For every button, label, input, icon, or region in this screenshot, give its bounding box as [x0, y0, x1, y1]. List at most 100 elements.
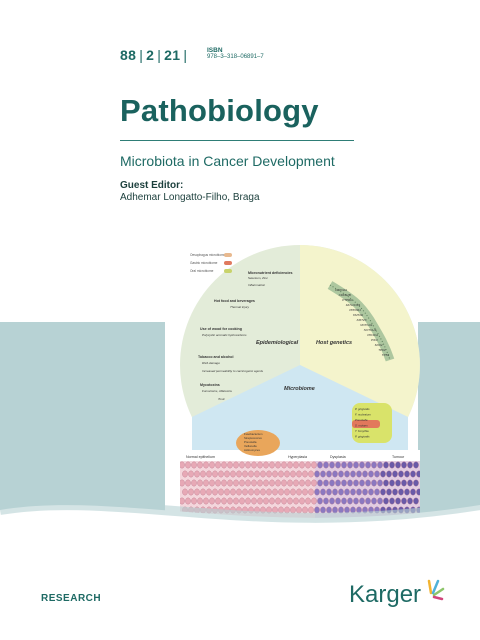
tissue-cell [233, 479, 239, 487]
tissue-cell [299, 461, 305, 469]
tissue-cell [374, 470, 380, 478]
tissue-cell [323, 497, 329, 505]
tissue-cell [194, 488, 200, 496]
tissue-cell [233, 461, 239, 469]
separator: | [139, 47, 144, 63]
tissue-cell [386, 506, 392, 514]
tissue-cell [374, 488, 380, 496]
tissue-cell [290, 470, 296, 478]
bacteria-label: Veillonella [244, 444, 257, 448]
legend-item: Gastric microbiome [190, 261, 218, 265]
legend-swatch [224, 261, 232, 265]
tissue-cell [197, 461, 203, 469]
tissue-cell [239, 497, 245, 505]
tissue-cell [242, 470, 248, 478]
bacteria-label: P. gingivalis [355, 435, 370, 439]
tissue-cell [347, 479, 353, 487]
tissue-cell [278, 506, 284, 514]
tissue-cell [188, 470, 194, 478]
factor-note: Toxic [218, 397, 225, 401]
tissue-cell [290, 488, 296, 496]
tissue-cell [341, 497, 347, 505]
tissue-cell [206, 506, 212, 514]
dna-helix [327, 281, 395, 362]
isbn-label: ISBN [207, 47, 223, 54]
tissue-cell [296, 470, 302, 478]
tissue-cell [377, 461, 383, 469]
gene-label: CDKN2B [339, 293, 351, 297]
bacteria-label: Prevotella [244, 440, 257, 444]
tissue-cell [404, 470, 410, 478]
tissue-cell [260, 470, 266, 478]
tissue-cell [296, 506, 302, 514]
tissue-cell [308, 470, 314, 478]
tissue-cell [284, 470, 290, 478]
tissue-cell [323, 461, 329, 469]
isbn-block: ISBN 978–3–318–06891–7 [207, 47, 264, 61]
tissue-cell [338, 506, 344, 514]
tissue-cell [293, 461, 299, 469]
tissue-cell [230, 506, 236, 514]
tissue-cell [248, 506, 254, 514]
tissue-cell [413, 497, 419, 505]
gene-label: KMT2D [353, 313, 364, 317]
tissue-cell [404, 506, 410, 514]
tissue-cell [383, 479, 389, 487]
tissue-cell [356, 488, 362, 496]
tissue-cell [263, 461, 269, 469]
tissue-cell [380, 488, 386, 496]
tissue-cell [401, 497, 407, 505]
tissue-cell [317, 497, 323, 505]
publisher-logo: Karger [349, 579, 445, 611]
tissue-cell [281, 497, 287, 505]
tissue-cell [335, 479, 341, 487]
tissue-cell [326, 470, 332, 478]
tissue-cell [180, 479, 185, 487]
cover-figure: Oesophagus microbiome Gastric microbiome… [180, 245, 420, 520]
tissue-cell [320, 488, 326, 496]
tissue-cell [221, 461, 227, 469]
tissue-cell [182, 506, 188, 514]
tissue-cell [203, 479, 209, 487]
tissue-cell [305, 497, 311, 505]
tissue-cell [395, 461, 401, 469]
tissue-cell [353, 461, 359, 469]
tissue-cell [206, 470, 212, 478]
tissue-cell [266, 506, 272, 514]
section-label-epidemiological: Epidemiological [256, 340, 299, 346]
bacteria-label: F. nucleatum [355, 413, 371, 417]
tissue-cell [284, 506, 290, 514]
tissue-cell [242, 488, 248, 496]
tissue-cell [233, 497, 239, 505]
tissue-cell [407, 461, 413, 469]
tissue-cell [314, 470, 320, 478]
tissue-cell [272, 506, 278, 514]
section-label-host-genetics: Host genetics [316, 340, 352, 346]
tissue-cell [224, 506, 230, 514]
stage-tumour: Tumour [392, 455, 405, 459]
tissue-cell [347, 497, 353, 505]
tissue-cell [383, 461, 389, 469]
tissue-cell [356, 506, 362, 514]
gene-label: CDKN2A [335, 288, 347, 292]
stage-dysplasia: Dysplasia [330, 455, 346, 459]
tissue-cell [386, 488, 392, 496]
tissue-cell [359, 497, 365, 505]
tissue-cell [185, 497, 191, 505]
tissue-cell [401, 461, 407, 469]
tissue-cell [227, 479, 233, 487]
tissue-cell [413, 479, 419, 487]
tissue-cell [410, 488, 416, 496]
tissue-cell [269, 461, 275, 469]
tissue-cell [182, 470, 188, 478]
tissue-cell [302, 506, 308, 514]
tissue-cell [323, 479, 329, 487]
tissue-cell [230, 488, 236, 496]
tissue-cell [305, 461, 311, 469]
tissue-cell [194, 506, 200, 514]
gene-label: TP53 [382, 353, 390, 357]
tissue-cell [362, 506, 368, 514]
tissue-cell [215, 497, 221, 505]
tissue-cell [374, 506, 380, 514]
